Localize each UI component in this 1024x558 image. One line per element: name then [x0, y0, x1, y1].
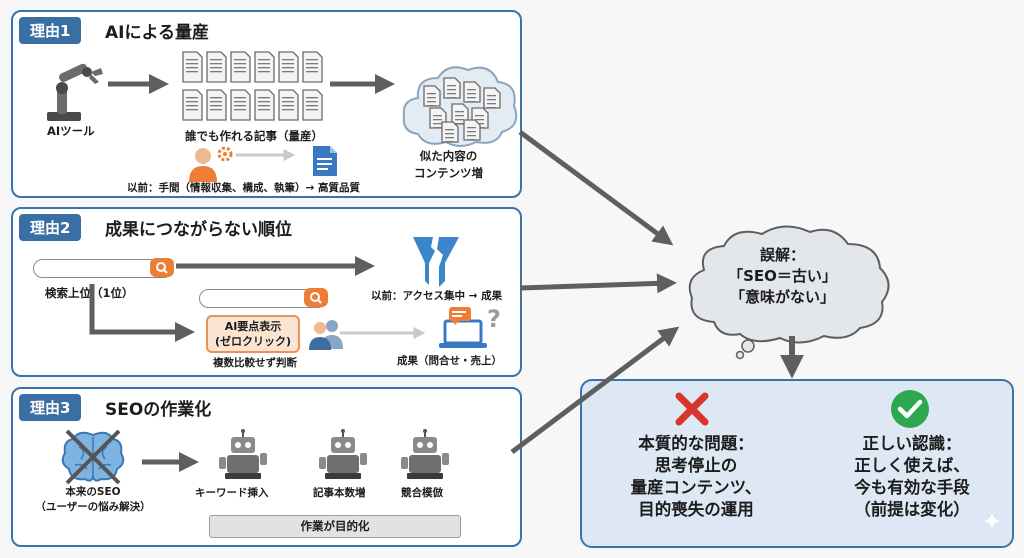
svg-text:?: ?: [487, 305, 501, 333]
wrong-line-3: 目的喪失の運用: [638, 500, 754, 519]
document-icon: [254, 89, 275, 121]
arrow-reason2-to-misunderstanding: [519, 273, 677, 294]
cloud-document-icon: [451, 103, 469, 125]
arrow-reason3-to-misunderstanding: [510, 326, 680, 454]
right-text: 正しい認識： 正しく使えば、 今も有効な手段 （前提は変化）: [822, 433, 1002, 521]
reason1-title: AIによる量産: [105, 23, 209, 43]
cloud-document-icon: [441, 121, 459, 143]
misunderstanding-cloud: [688, 225, 890, 360]
reason3-title: SEOの作業化: [105, 400, 212, 420]
ai-summary-box: AI要点表示 (ゼロクリック): [206, 315, 300, 353]
document-icon: [278, 89, 299, 121]
search-bar-top: [33, 258, 174, 278]
laptop-question-icon: ?: [439, 305, 501, 348]
ai-tool-label: AIツール: [47, 124, 95, 138]
document-icon: [206, 89, 227, 121]
document-icon: [230, 89, 251, 121]
right-line-1: 正しく使えば、: [854, 456, 970, 475]
sparkle-icon: [983, 512, 1001, 530]
search-bar-bottom: [199, 288, 328, 308]
right-line-0: 正しい認識：: [862, 434, 962, 453]
reason1-past-label: 以前：手間（情報収集、構成、執筆）→ 高質品質: [127, 182, 360, 194]
similar-content-label: 似た内容の コンテンツ増: [414, 148, 483, 182]
wrong-line-2: 量産コンテンツ、: [630, 478, 762, 497]
search-button: [150, 258, 174, 277]
original-seo-line2: （ユーザーの悩み解決）: [35, 501, 151, 513]
goal-bar: 作業が目的化: [209, 515, 461, 538]
reason2-panel: 理由2 成果につながらない順位 検索上位（1位） 以前：アクセス集中 → 成果 …: [11, 207, 522, 377]
right-line-2: 今も有効な手段: [854, 478, 970, 497]
arrow-rank-to-ai: [89, 284, 195, 342]
original-seo-line1: 本来のSEO: [65, 486, 121, 498]
cloud-document-icon: [443, 77, 461, 99]
result-label: 成果（問合せ・売上）: [397, 355, 502, 367]
search-button-2: [304, 288, 328, 307]
cloud-document-icon: [463, 119, 481, 141]
quality-document-icon: [313, 146, 337, 176]
cloud-document-icon: [423, 85, 441, 107]
robot-label-0: キーワード挿入: [195, 487, 269, 499]
search-rank-label: 検索上位（1位）: [45, 286, 134, 300]
reason3-tag: 理由3: [19, 394, 82, 421]
document-icon: [206, 51, 227, 83]
check-mark-icon: [891, 390, 929, 428]
similar-line1: 似た内容の: [419, 149, 478, 163]
cloud-document-icon: [463, 81, 481, 103]
wrong-line-0: 本質的な問題：: [638, 434, 754, 453]
users-icon: [309, 320, 343, 350]
misunderstanding-line1: 誤解：: [759, 246, 805, 264]
broken-funnel-icon: [413, 237, 459, 287]
mass-articles-label: 誰でも作れる記事（量産）: [185, 129, 323, 143]
document-icon: [230, 51, 251, 83]
document-icon: [278, 51, 299, 83]
ai-box-line1: AI要点表示: [224, 320, 282, 333]
search-icon: [156, 262, 168, 274]
robot-label-2: 競合模倣: [401, 487, 443, 499]
robot-arm-icon: [47, 63, 103, 121]
misunderstanding-line2: 「SEO＝古い」: [728, 267, 837, 285]
reason2-past-label: 以前：アクセス集中 → 成果: [371, 290, 503, 302]
ai-box-line2: (ゼロクリック): [214, 335, 292, 348]
similar-content-cloud-icon: [402, 66, 518, 147]
reason2-tag: 理由2: [19, 214, 82, 241]
document-icon: [302, 51, 323, 83]
wrong-text: 本質的な問題： 思考停止の 量産コンテンツ、 目的喪失の運用: [606, 433, 786, 521]
original-seo-label: 本来のSEO （ユーザーの悩み解決）: [19, 485, 167, 515]
document-icon: [182, 89, 203, 121]
person-gear-icon: [189, 146, 233, 182]
reason1-tag: 理由1: [19, 17, 82, 44]
wrong-line-1: 思考停止の: [654, 456, 738, 475]
right-line-3: （前提は変化）: [854, 500, 970, 519]
reason2-title: 成果につながらない順位: [105, 220, 292, 240]
misunderstanding-text: 誤解： 「SEO＝古い」 「意味がない」: [700, 245, 865, 308]
misunderstanding-line3: 「意味がない」: [729, 288, 835, 306]
document-icon: [254, 51, 275, 83]
no-compare-label: 複数比較せず判断: [213, 357, 297, 369]
cross-mark-icon: [675, 392, 709, 426]
documents-grid-icon: [182, 51, 323, 121]
reason3-panel: 理由3 SEOの作業化 本来のSEO （ユーザーの悩み解決） キーワード挿入 記…: [11, 387, 522, 547]
robot-label-1: 記事本数増: [313, 487, 366, 499]
arrow-reason1-to-misunderstanding: [518, 129, 674, 246]
crossed-brain-icon: [61, 429, 125, 485]
document-icon: [302, 89, 323, 121]
conclusion-box: 本質的な問題： 思考停止の 量産コンテンツ、 目的喪失の運用 正しい認識： 正し…: [580, 379, 1014, 548]
document-icon: [182, 51, 203, 83]
similar-line2: コンテンツ増: [414, 166, 483, 180]
search-icon-2: [310, 292, 322, 304]
cloud-document-icon: [483, 87, 501, 109]
